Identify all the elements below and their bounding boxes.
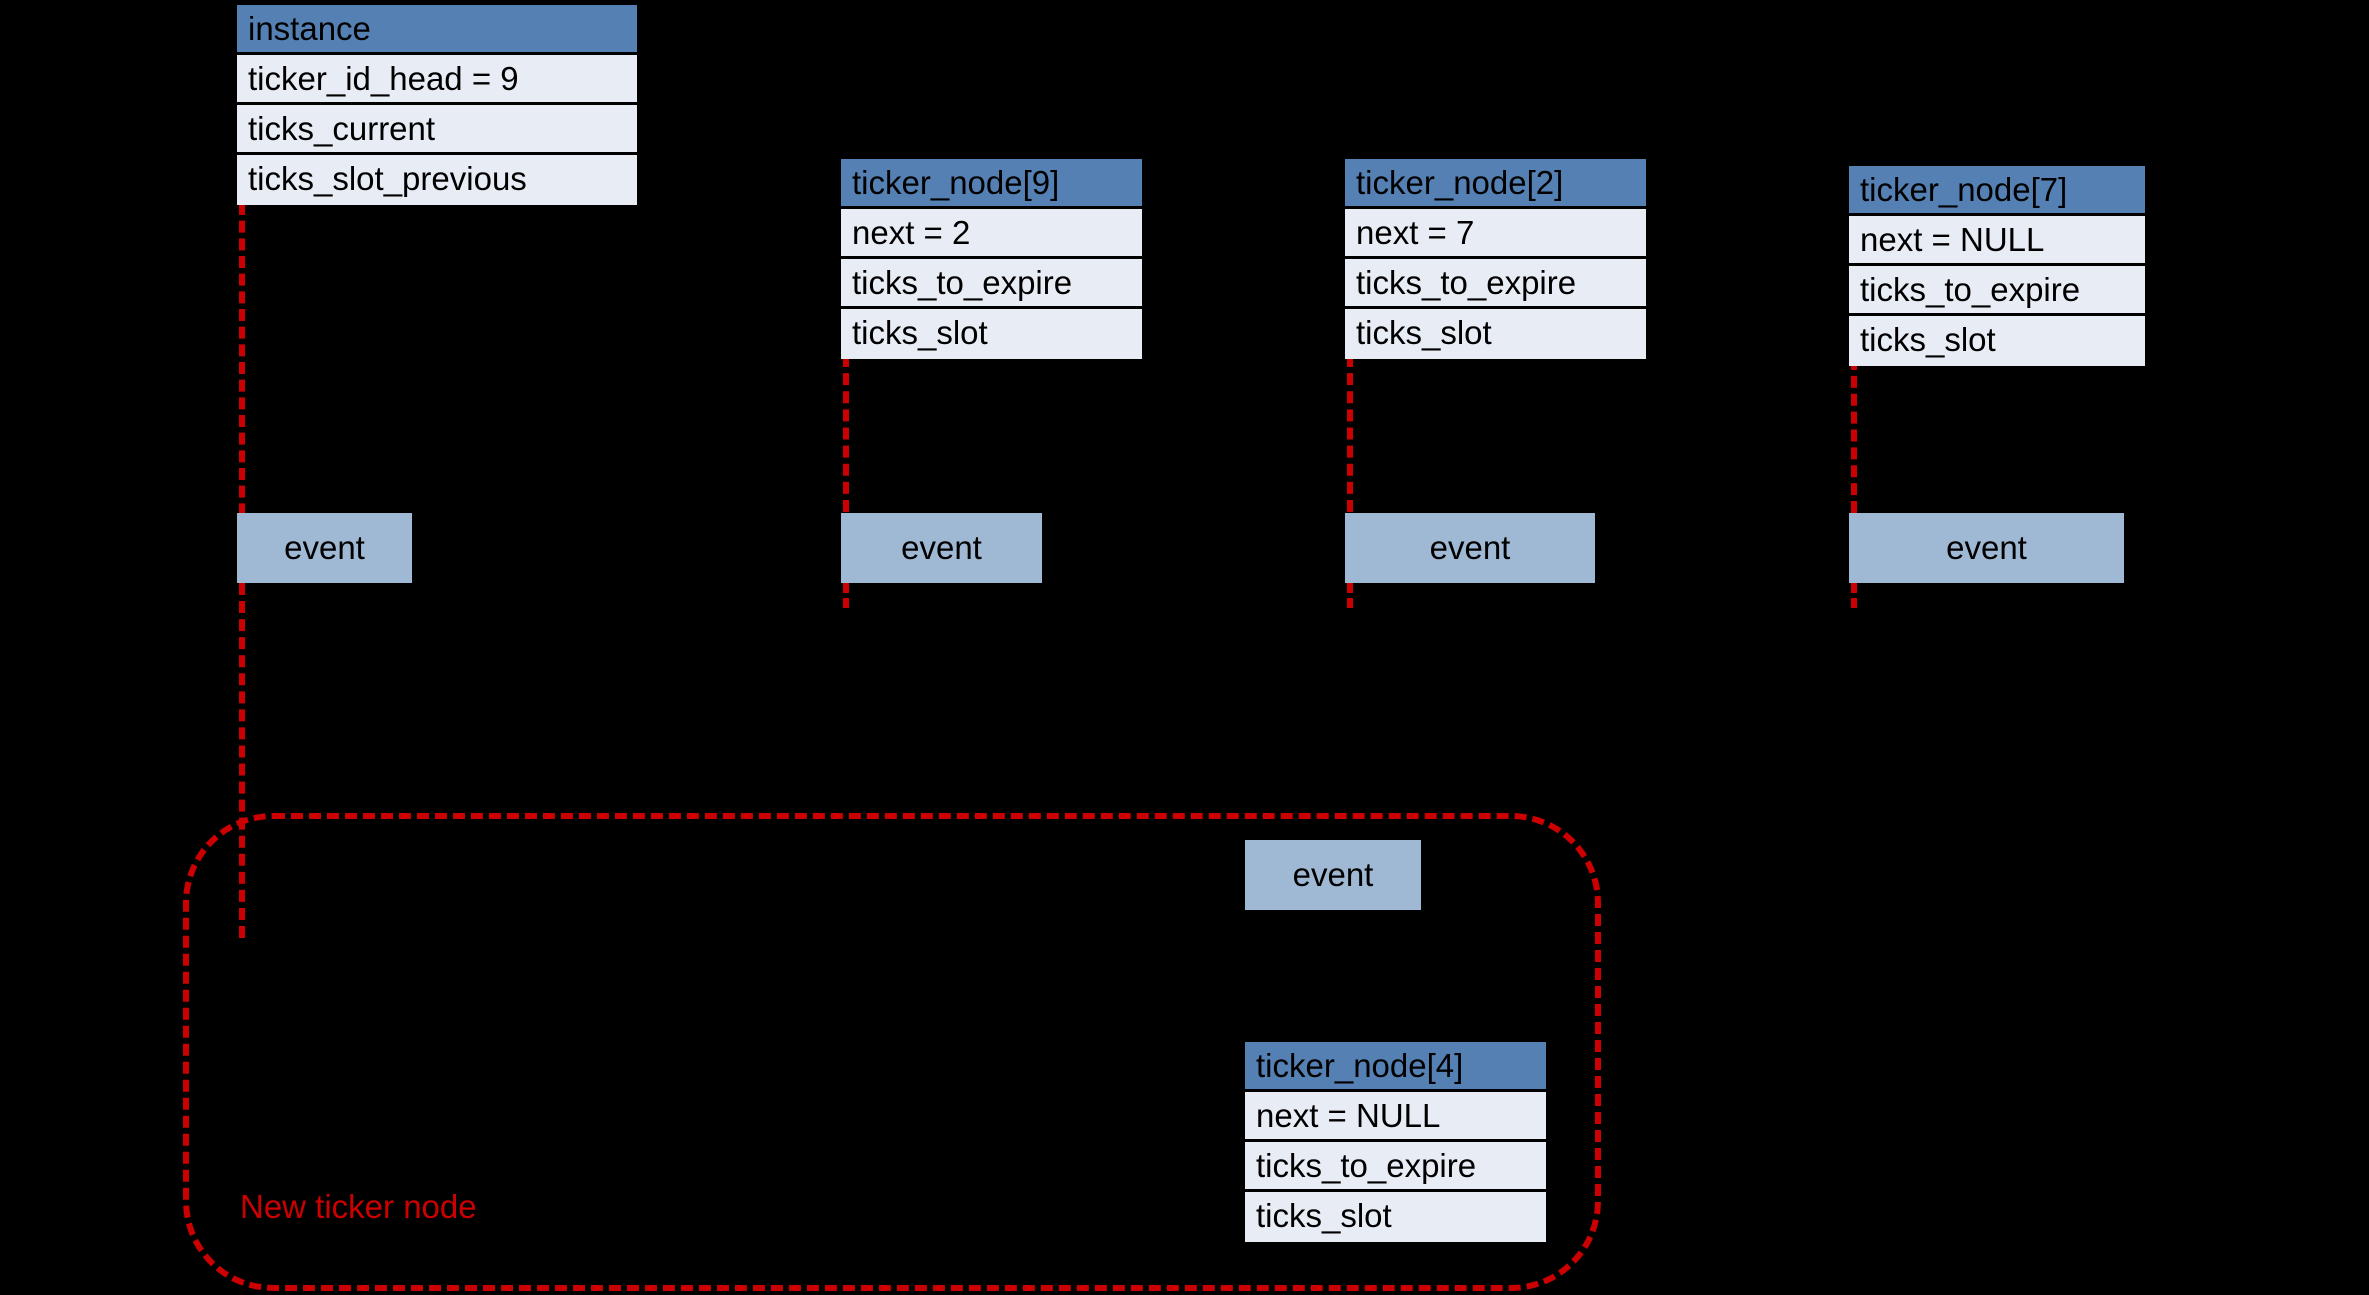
event-box-node-2-label: event bbox=[1429, 529, 1511, 566]
struct-ticker-node-2: ticker_node[2] next = 7 ticks_to_expire … bbox=[1345, 159, 1646, 359]
event-box-node-7-label: event bbox=[1946, 529, 2027, 566]
struct-ticker-node-4-row-ticks-to-expire: ticks_to_expire bbox=[1245, 1142, 1546, 1192]
event-box-node-9: event bbox=[841, 513, 1042, 583]
connector-instance-upper bbox=[239, 203, 245, 533]
event-box-instance-label: event bbox=[284, 529, 365, 566]
struct-instance-row-ticks-current: ticks_current bbox=[237, 105, 637, 155]
struct-instance: instance ticker_id_head = 9 ticks_curren… bbox=[237, 5, 637, 205]
event-box-instance: event bbox=[237, 513, 412, 583]
event-box-new-node: event bbox=[1245, 840, 1421, 910]
new-node-region bbox=[183, 813, 1601, 1291]
connector-node9-upper bbox=[843, 355, 849, 512]
connector-node7-upper bbox=[1851, 358, 1857, 513]
struct-ticker-node-4-row-next: next = NULL bbox=[1245, 1092, 1546, 1142]
event-box-new-node-label: event bbox=[1292, 856, 1374, 893]
struct-instance-row-ticker-id-head: ticker_id_head = 9 bbox=[237, 55, 637, 105]
struct-ticker-node-4-header: ticker_node[4] bbox=[1245, 1042, 1546, 1092]
connector-node2-lower bbox=[1347, 583, 1353, 608]
struct-ticker-node-7: ticker_node[7] next = NULL ticks_to_expi… bbox=[1849, 166, 2145, 366]
struct-ticker-node-2-row-ticks-to-expire: ticks_to_expire bbox=[1345, 259, 1646, 309]
struct-ticker-node-4-row-ticks-slot: ticks_slot bbox=[1245, 1192, 1546, 1242]
struct-ticker-node-2-row-ticks-slot: ticks_slot bbox=[1345, 309, 1646, 359]
struct-ticker-node-9-row-ticks-slot: ticks_slot bbox=[841, 309, 1142, 359]
struct-ticker-node-7-row-next: next = NULL bbox=[1849, 216, 2145, 266]
struct-ticker-node-7-row-ticks-slot: ticks_slot bbox=[1849, 316, 2145, 366]
struct-ticker-node-9-row-ticks-to-expire: ticks_to_expire bbox=[841, 259, 1142, 309]
annotation-new-ticker-node: New ticker node to be inserted bbox=[240, 1104, 477, 1295]
struct-ticker-node-2-header: ticker_node[2] bbox=[1345, 159, 1646, 209]
connector-instance-lower bbox=[239, 583, 245, 938]
struct-ticker-node-2-row-next: next = 7 bbox=[1345, 209, 1646, 259]
struct-ticker-node-9: ticker_node[9] next = 2 ticks_to_expire … bbox=[841, 159, 1142, 359]
event-box-node-7: event bbox=[1849, 513, 2124, 583]
annotation-line-1: New ticker node bbox=[240, 1188, 477, 1225]
event-box-node-9-label: event bbox=[901, 529, 982, 566]
connector-node7-lower bbox=[1851, 583, 1857, 608]
connector-node2-upper bbox=[1347, 355, 1353, 512]
connector-node9-lower bbox=[843, 583, 849, 608]
struct-instance-header: instance bbox=[237, 5, 637, 55]
struct-ticker-node-9-header: ticker_node[9] bbox=[841, 159, 1142, 209]
struct-ticker-node-7-row-ticks-to-expire: ticks_to_expire bbox=[1849, 266, 2145, 316]
struct-ticker-node-9-row-next: next = 2 bbox=[841, 209, 1142, 259]
event-box-node-2: event bbox=[1345, 513, 1595, 583]
struct-ticker-node-7-header: ticker_node[7] bbox=[1849, 166, 2145, 216]
struct-instance-row-ticks-slot-previous: ticks_slot_previous bbox=[237, 155, 637, 205]
struct-ticker-node-4: ticker_node[4] next = NULL ticks_to_expi… bbox=[1245, 1042, 1546, 1242]
